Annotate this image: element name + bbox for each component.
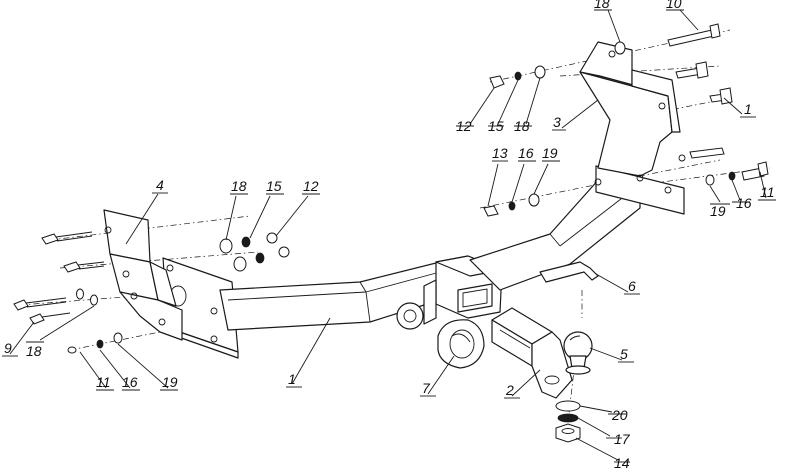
left-washers-nuts (219, 232, 290, 272)
callout-16-right: 16 (736, 195, 752, 211)
callout-13: 13 (492, 145, 508, 161)
callout-16-left: 16 (122, 374, 138, 390)
callout-4: 4 (156, 177, 164, 193)
tow-ball-hardware (555, 400, 581, 443)
part-5-tow-ball (563, 331, 593, 375)
callout-5: 5 (620, 346, 628, 362)
callout-18-top: 18 (594, 0, 610, 11)
callout-15-right: 15 (488, 118, 504, 134)
part-3-right-bracket (579, 41, 686, 182)
callout-20: 20 (611, 407, 628, 423)
callout-16-top: 16 (518, 145, 534, 161)
callout-10: 10 (666, 0, 682, 11)
callout-3: 3 (553, 114, 561, 130)
callout-labels: 1 1 2 3 4 5 6 7 9 10 11 11 12 12 13 14 1… (4, 0, 775, 471)
callout-2: 2 (505, 382, 514, 398)
callout-19-right: 19 (710, 203, 726, 219)
part-7-electrical-socket (437, 319, 485, 369)
callout-18-right: 18 (514, 118, 530, 134)
callout-15-left: 15 (266, 178, 282, 194)
callout-12-right: 12 (456, 118, 472, 134)
left-bolts (13, 231, 123, 354)
callout-19-top: 19 (542, 145, 558, 161)
part-1-crossbar (162, 165, 685, 359)
part-4-left-bracket (103, 209, 183, 341)
callout-18-bottom-left: 18 (26, 343, 42, 359)
callout-12-left: 12 (303, 178, 319, 194)
callout-9: 9 (4, 340, 12, 356)
callout-11-right: 11 (760, 184, 775, 200)
callout-14: 14 (614, 455, 630, 471)
right-hardware (483, 23, 769, 217)
callout-1-right: 1 (744, 101, 752, 117)
callout-6: 6 (628, 278, 636, 294)
callout-19-left: 19 (162, 374, 178, 390)
part-2-ball-mount (491, 307, 573, 399)
callout-7: 7 (422, 380, 431, 396)
callout-18-left: 18 (231, 178, 247, 194)
leader-lines (2, 9, 776, 463)
callout-1-bottom: 1 (288, 371, 296, 387)
callout-17: 17 (614, 431, 631, 447)
callout-11-left: 11 (96, 374, 111, 390)
